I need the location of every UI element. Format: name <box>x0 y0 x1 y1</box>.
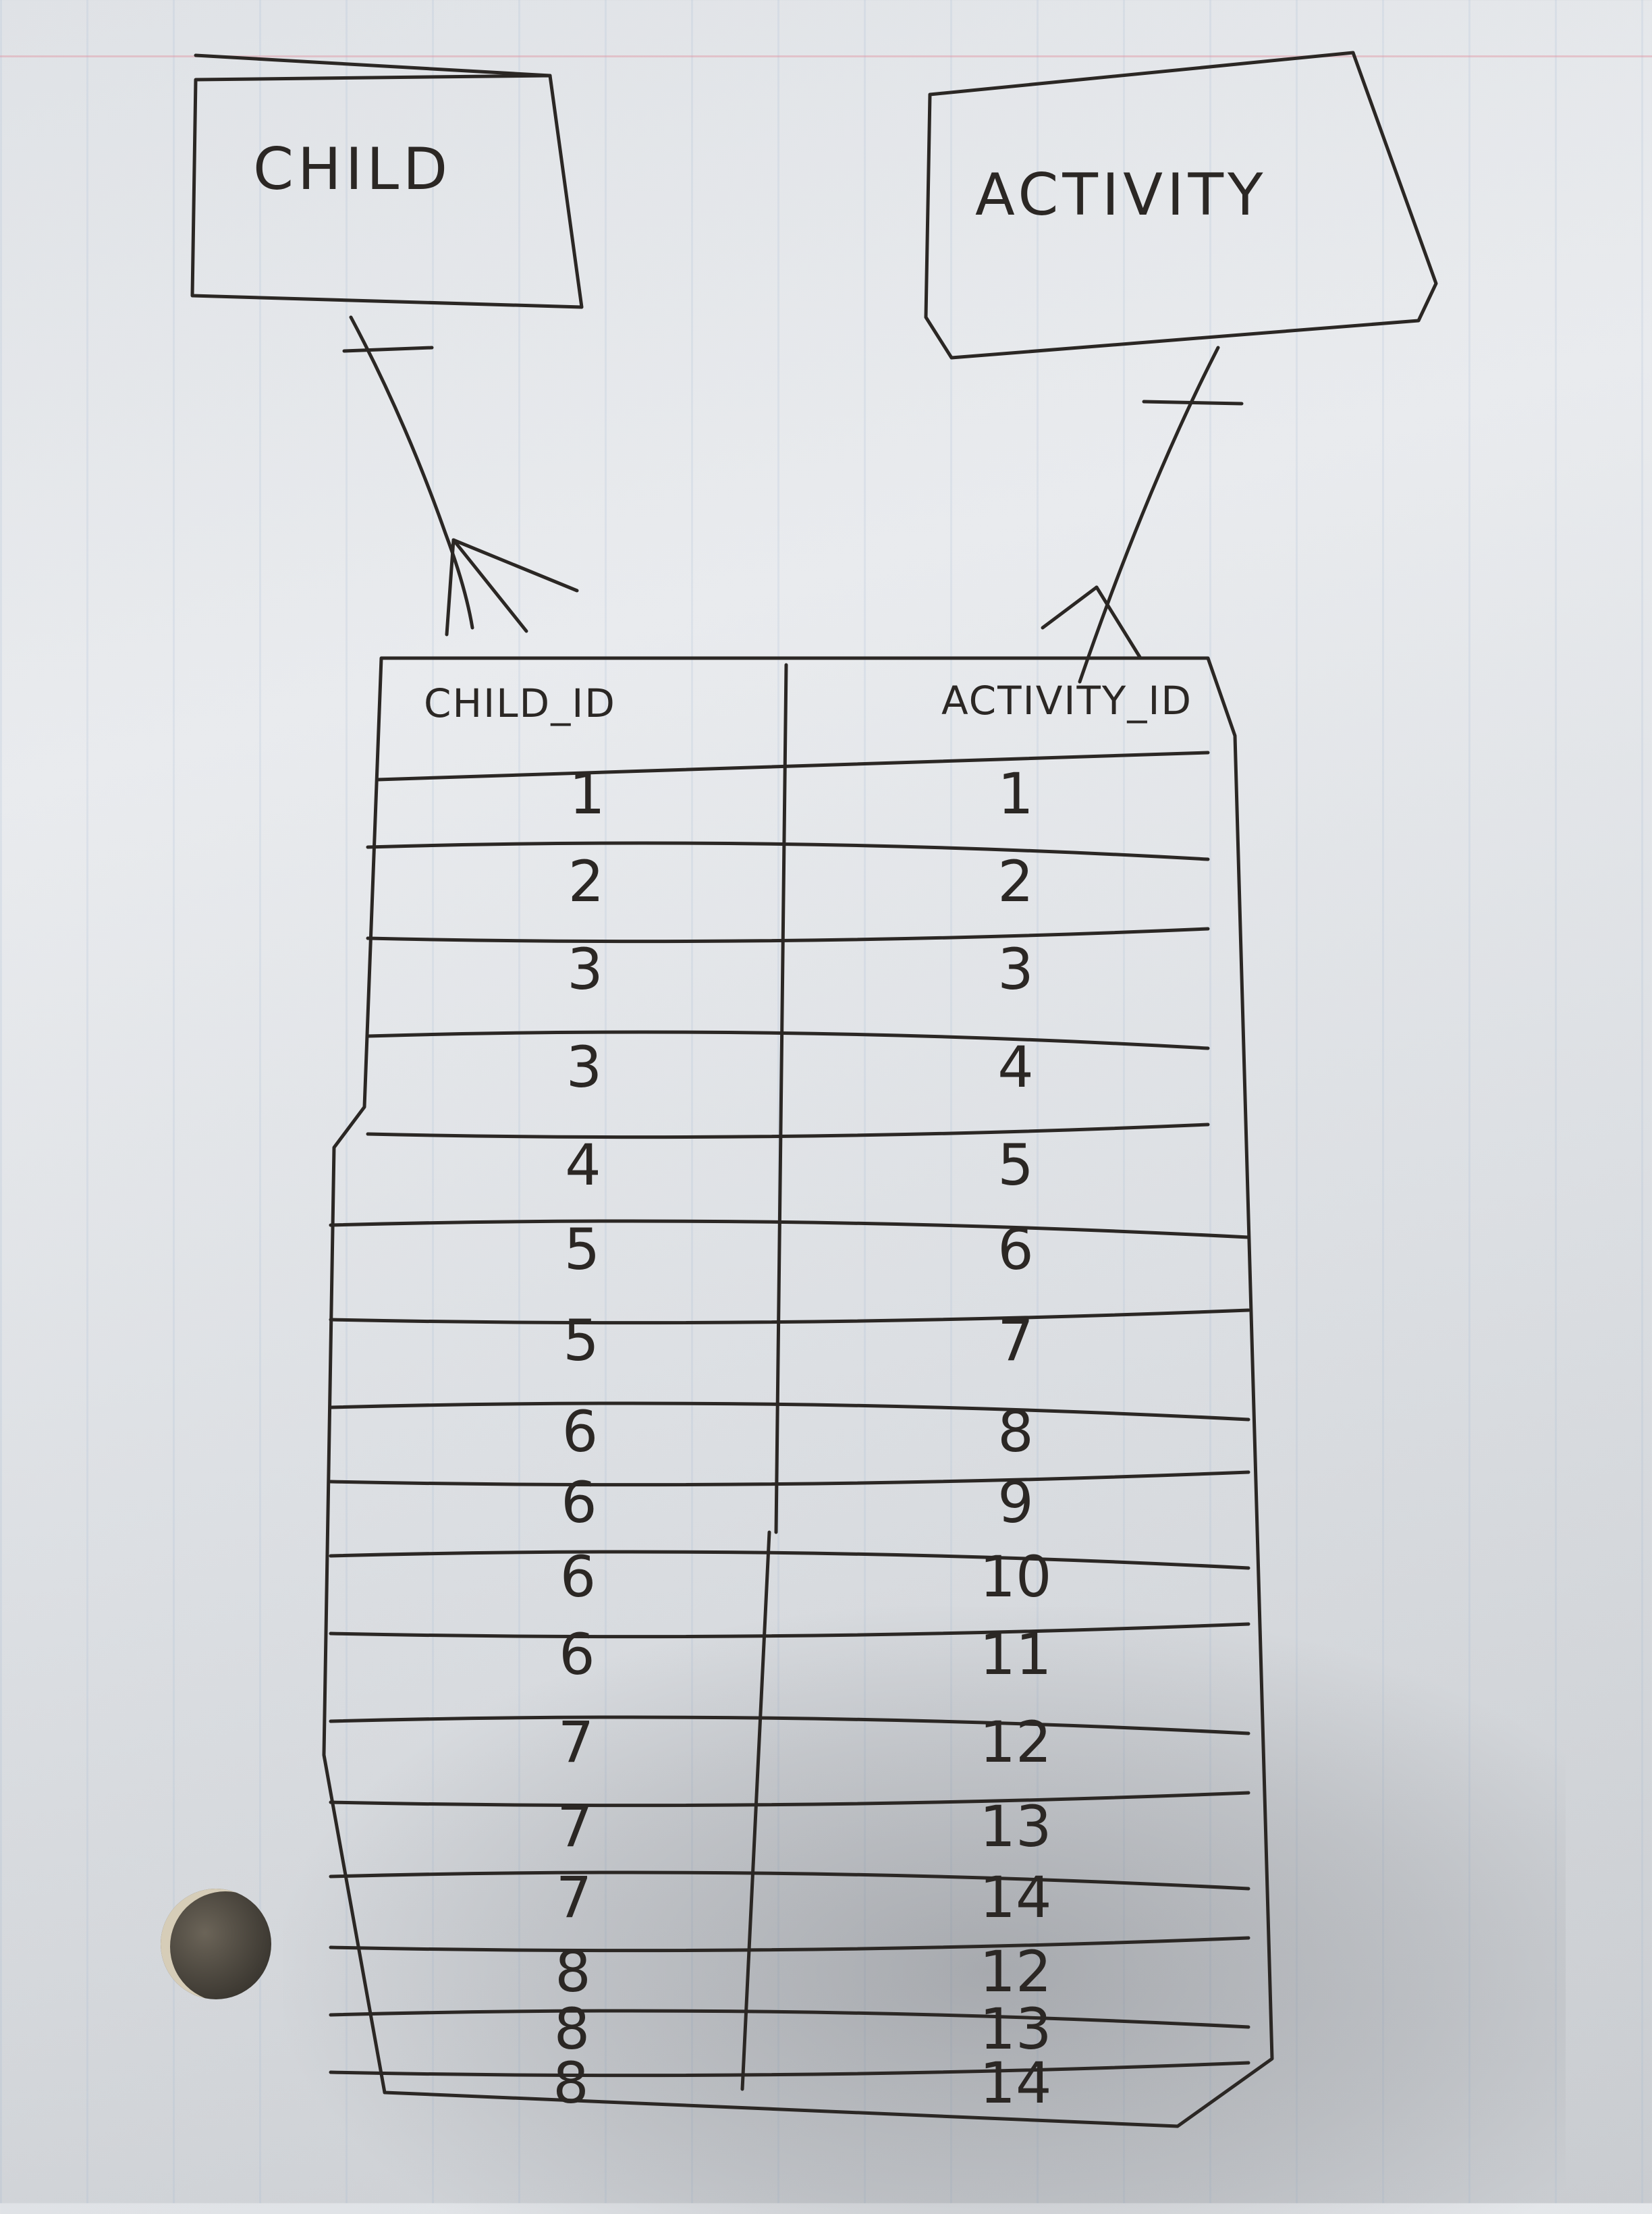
child-one-bar <box>342 346 434 353</box>
table-row-line <box>366 841 1210 861</box>
junction-table-column-divider-lower <box>740 1530 771 2091</box>
activity-link-line <box>1078 346 1220 684</box>
table-row-line <box>329 1622 1250 1639</box>
activity-id-cell: 14 <box>980 2050 1052 2116</box>
table-row-line <box>329 2009 1250 2029</box>
child-id-cell: 8 <box>554 1996 590 2062</box>
table-row-line <box>329 1936 1250 1953</box>
activity-id-cell: 10 <box>980 1544 1052 1610</box>
activity-crowsfoot-left <box>1041 585 1099 630</box>
child-id-cell: 5 <box>564 1216 600 1282</box>
child-id-cell: 6 <box>560 1544 596 1610</box>
child-crowsfoot-mid <box>451 538 528 633</box>
child-id-cell: 6 <box>559 1621 595 1688</box>
child-id-cell: 8 <box>553 2050 588 2116</box>
child-id-cell: 7 <box>557 1793 593 1860</box>
table-row-line <box>329 2061 1250 2078</box>
table-row-line <box>329 1219 1250 1239</box>
activity-id-cell: 14 <box>980 1864 1052 1931</box>
table-row-line <box>366 1123 1210 1139</box>
child-crowsfoot-right <box>451 538 579 593</box>
junction-table-column-divider <box>774 663 788 1534</box>
junction-table-border <box>322 656 1274 2128</box>
table-row-line <box>329 1470 1250 1487</box>
activity-id-cell: 13 <box>980 1793 1052 1860</box>
activity-id-cell: 8 <box>997 1399 1033 1465</box>
activity-id-cell: 9 <box>997 1469 1033 1536</box>
child-id-cell: 8 <box>555 1939 590 2005</box>
activity-id-cell: 6 <box>997 1216 1033 1282</box>
activity-one-bar <box>1142 400 1244 406</box>
paper-margin-line <box>0 55 1652 57</box>
hand-shadow <box>283 1606 1566 2214</box>
activity-id-cell: 5 <box>997 1132 1033 1198</box>
child-crowsfoot-left <box>445 538 456 637</box>
table-row-line <box>329 1401 1250 1422</box>
table-row-line <box>329 1550 1250 1570</box>
activity-id-header: ACTIVITY_ID <box>941 678 1192 724</box>
table-row-line <box>329 1791 1250 1808</box>
table-row-line <box>366 927 1210 944</box>
child-relationship-line <box>342 315 579 637</box>
activity-id-cell: 11 <box>980 1621 1052 1688</box>
activity-id-cell: 12 <box>980 1709 1052 1775</box>
child-id-cell: 3 <box>566 1034 602 1100</box>
activity-entity-label: ACTIVITY <box>975 161 1267 229</box>
child-entity-box <box>190 74 584 309</box>
child-id-cell: 5 <box>563 1307 599 1374</box>
child-entity-label: CHILD <box>253 136 451 203</box>
junction-table <box>322 656 1274 2128</box>
activity-relationship-line <box>1041 346 1244 684</box>
activity-id-cell: 2 <box>997 848 1033 915</box>
child-id-header: CHILD_ID <box>424 680 616 726</box>
activity-entity-box <box>924 51 1438 360</box>
child-link-line <box>349 315 474 630</box>
child-entity: CHILD <box>190 53 584 309</box>
child-id-cell: 7 <box>556 1864 592 1931</box>
activity-id-cell: 12 <box>980 1939 1052 2005</box>
activity-id-cell: 3 <box>997 936 1033 1002</box>
activity-id-cell: 13 <box>980 1996 1052 2062</box>
activity-id-cell: 7 <box>997 1307 1033 1374</box>
child-id-cell: 6 <box>562 1399 598 1465</box>
table-row-line <box>329 1715 1250 1735</box>
row-lines <box>329 841 1250 2078</box>
table-row-line <box>329 1308 1250 1325</box>
child-id-cell: 3 <box>567 936 603 1002</box>
child-entity-box-top-stroke <box>194 53 552 78</box>
child-id-cell: 6 <box>561 1469 597 1536</box>
child-id-cell: 1 <box>569 761 605 827</box>
activity-id-cell: 1 <box>997 761 1033 827</box>
activity-id-cell: 4 <box>997 1034 1033 1100</box>
child-id-cell: 2 <box>568 848 604 915</box>
activity-crowsfoot-right <box>1095 585 1142 660</box>
header-underline <box>376 751 1210 782</box>
activity-entity: ACTIVITY <box>924 51 1438 360</box>
table-row-line <box>329 1870 1250 1891</box>
child-id-cell: 4 <box>565 1132 601 1198</box>
punch-hole <box>161 1889 271 1999</box>
child-id-cell: 7 <box>558 1709 594 1775</box>
table-row-line <box>366 1030 1210 1050</box>
